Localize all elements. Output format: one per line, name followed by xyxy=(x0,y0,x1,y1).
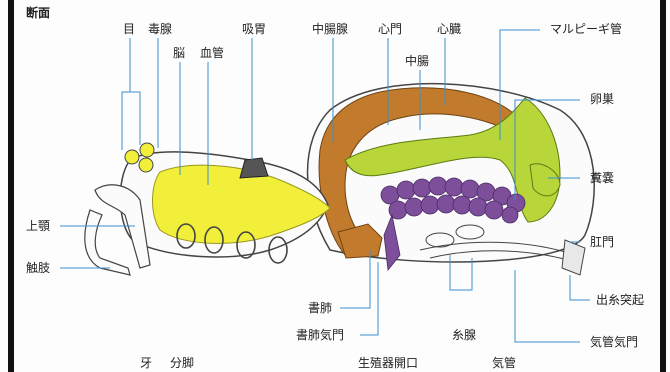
label-brain: 脳 xyxy=(173,46,185,60)
label-eye: 目 xyxy=(123,22,135,36)
label-book-lung-stigma: 書肺気門 xyxy=(296,328,344,342)
diagram-title: 断面 xyxy=(26,6,50,20)
label-bottom-3: 生殖器開口 xyxy=(358,356,418,370)
label-ovary: 卵巣 xyxy=(590,92,614,106)
label-pedipalp: 触肢 xyxy=(26,261,50,275)
spinneret-shape xyxy=(562,240,585,275)
label-stercoral-pocket: 糞嚢 xyxy=(590,171,614,185)
label-blood-vessel: 血管 xyxy=(200,46,224,60)
label-spinneret: 出糸突起 xyxy=(596,293,644,307)
label-sucking-stomach: 吸胃 xyxy=(242,22,266,36)
label-bottom-1: 牙 xyxy=(140,356,152,370)
label-venom-gland: 毒腺 xyxy=(148,22,172,36)
label-book-lung: 書肺 xyxy=(308,301,332,315)
label-silk-gland: 糸腺 xyxy=(452,328,476,342)
label-heart: 心臓 xyxy=(437,22,461,36)
label-bottom-4: 気管 xyxy=(492,356,516,370)
label-heart-ostium: 心門 xyxy=(378,22,402,36)
label-malpighian-tubule: マルピーギ管 xyxy=(550,22,622,36)
label-spiracle: 気管気門 xyxy=(590,335,638,349)
label-midgut-gland: 中腸腺 xyxy=(312,22,348,36)
label-chelicera: 上顎 xyxy=(26,219,50,233)
label-anus: 肛門 xyxy=(590,235,614,249)
label-midgut: 中腸 xyxy=(405,54,429,68)
label-bottom-2: 分脚 xyxy=(170,356,194,370)
